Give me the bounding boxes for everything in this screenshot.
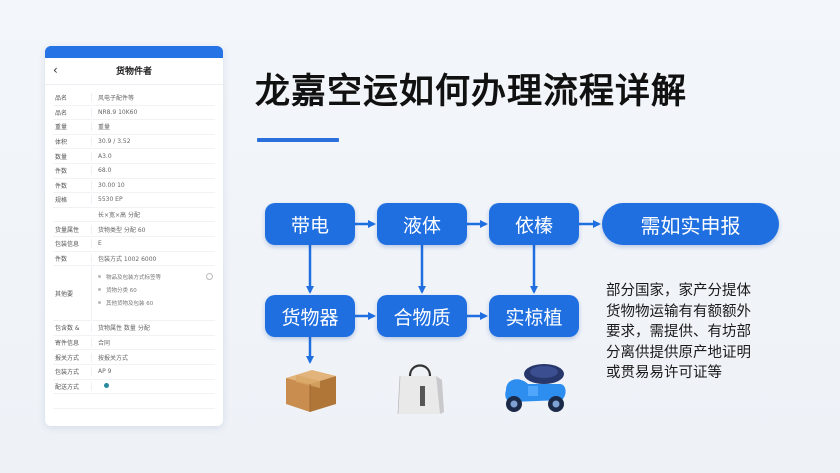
flow-step-battery: 带电 [265, 203, 355, 245]
form-row[interactable]: 寄件信息合同 [53, 336, 215, 351]
title-underline [257, 138, 339, 142]
shopping-bag-icon [397, 364, 444, 415]
bullet-icon [98, 288, 101, 292]
form-row[interactable]: 货量属性货物类型 分配 60 [53, 222, 215, 237]
phone-status-bar [45, 46, 223, 58]
requirements-note: 部分国家，家产分提体 货物物运输有有额额外 要求，需提供、有坊部 分离供提供原产… [606, 283, 751, 381]
form-row[interactable]: 重量重量 [53, 120, 215, 135]
flow-step-compound: 合物质 [377, 295, 467, 337]
form-row[interactable]: 品名风电子配件等 [53, 91, 215, 106]
phone-header: ‹ 货物件者 [45, 58, 223, 85]
flow-step-liquid: 液体 [377, 203, 467, 245]
form-row[interactable]: 配送方式 [53, 380, 215, 395]
scooter-icon [505, 364, 566, 412]
option-item[interactable]: 其他货物及包装 60 [96, 296, 215, 309]
flow-step-goods: 货物器 [265, 295, 355, 337]
option-list: 物品及包装方式标签等 货物分类 60 其他货物及包装 60 [92, 266, 215, 309]
form-row [53, 394, 215, 409]
form-row[interactable]: 包含数 &货物属性 数量 分配 [53, 321, 215, 336]
form-row[interactable]: 件数包装方式 1002 6000 [53, 252, 215, 267]
bullet-icon [98, 275, 101, 279]
phone-title: 货物件者 [115, 67, 152, 77]
form-row[interactable]: 报关方式按报关方式 [53, 350, 215, 365]
form-row[interactable]: 长×宽×高 分配 [53, 208, 215, 223]
flow-step-declare: 需如实申报 [602, 203, 779, 245]
option-item[interactable]: 货物分类 60 [96, 283, 215, 296]
option-item[interactable]: 物品及包装方式标签等 [96, 270, 215, 283]
back-arrow-icon[interactable]: ‹ [53, 63, 58, 77]
flow-step-plant: 实椋植 [489, 295, 579, 337]
radio-icon[interactable] [206, 273, 213, 281]
cardboard-box-icon [286, 370, 336, 412]
selected-dot-icon[interactable] [104, 382, 109, 388]
page-title: 龙嘉空运如何办理流程详解 [255, 72, 688, 112]
form-row-options: 其他要 物品及包装方式标签等 货物分类 60 其他货物及包装 60 [53, 266, 215, 322]
bullet-icon [98, 301, 101, 305]
flow-step-third: 依榛 [489, 203, 579, 245]
